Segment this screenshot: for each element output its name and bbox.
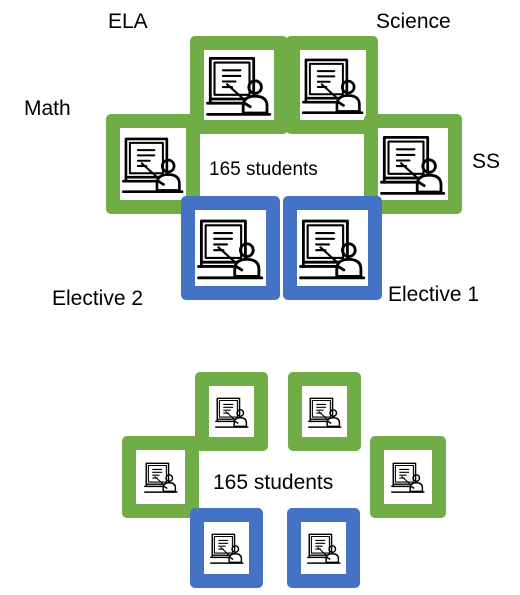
teacher-at-board-icon — [307, 394, 343, 430]
classroom-science-tile — [286, 36, 378, 134]
teacher-at-board-icon — [143, 459, 179, 495]
classroom-elective2-tile — [181, 196, 280, 300]
teacher-at-board-icon — [204, 50, 274, 120]
label-elective2: Elective 2 — [52, 287, 144, 310]
classroom-tile — [122, 436, 199, 518]
teacher-at-board-icon — [209, 530, 245, 566]
teacher-at-board-icon — [120, 128, 186, 200]
teacher-at-board-icon — [297, 210, 368, 286]
classroom-tile — [195, 372, 268, 451]
label-ss: SS — [472, 150, 501, 173]
classroom-ela-tile — [190, 36, 288, 134]
classroom-elective1-tile — [283, 196, 382, 300]
student-count-label: 165 students — [208, 159, 319, 181]
label-math: Math — [24, 97, 71, 120]
elective-classroom-tile — [287, 508, 360, 588]
classroom-tile — [370, 436, 446, 518]
teacher-at-board-icon — [195, 210, 266, 286]
teacher-at-board-icon — [300, 50, 366, 120]
teacher-at-board-icon — [390, 459, 426, 495]
elective-classroom-tile — [190, 508, 263, 588]
classroom-tile — [288, 372, 361, 451]
label-elective1: Elective 1 — [388, 283, 480, 306]
label-ela: ELA — [108, 10, 148, 33]
teacher-at-board-icon — [214, 394, 250, 430]
label-science: Science — [376, 10, 451, 33]
student-count-label: 165 students — [212, 471, 335, 495]
teacher-at-board-icon — [306, 530, 342, 566]
teacher-at-board-icon — [378, 128, 448, 200]
